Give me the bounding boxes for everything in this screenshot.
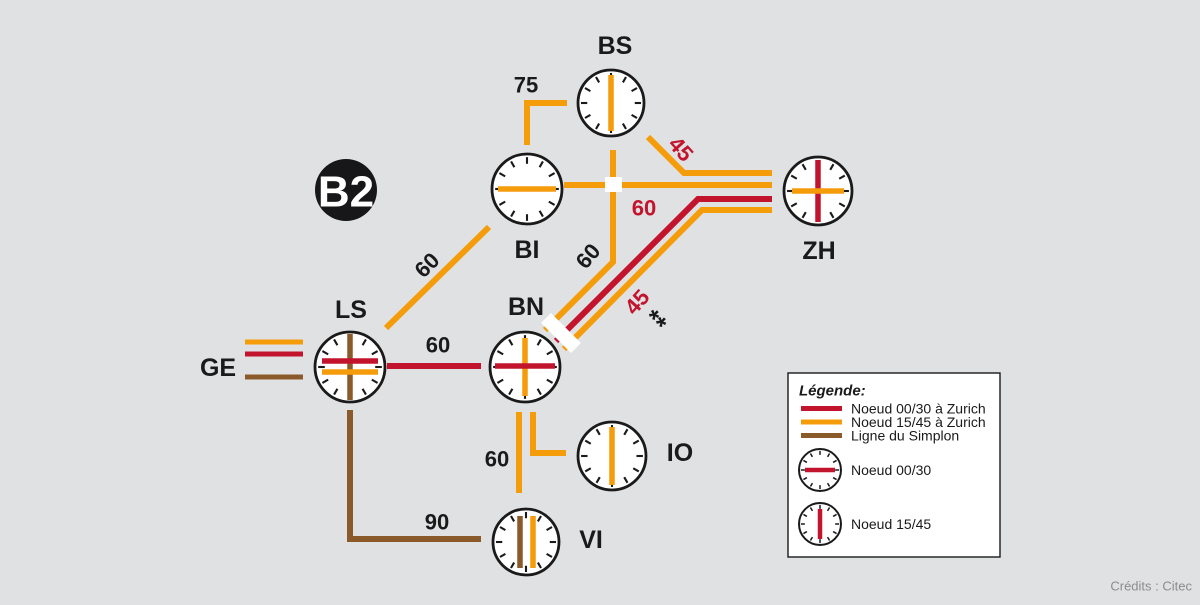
edge-label-ls-vi: 90 — [425, 510, 449, 535]
station-label-VI: VI — [579, 526, 603, 554]
bn-diagonal-gap-marker — [541, 313, 581, 353]
edge-label-bn-vi: 60 — [485, 447, 509, 472]
station-BI: BI — [490, 152, 564, 264]
station-BN: BN — [488, 293, 562, 404]
edge-label-bi-zh: 60 — [632, 196, 656, 221]
edge-bn-zh-1545 — [561, 207, 772, 352]
edge-ls-bi — [383, 224, 492, 331]
legend-clock-vertical — [798, 502, 842, 546]
edge-label-bs-bi: 75 — [514, 73, 538, 98]
station-label-BN: BN — [508, 293, 544, 321]
clock-ticks — [580, 72, 642, 134]
legend-clock-label: Noeud 00/30 — [851, 462, 931, 478]
badge-circle — [315, 159, 377, 221]
badge-label: B2 — [318, 168, 374, 217]
station-LS: LS — [313, 296, 387, 404]
edge-ls-vi — [347, 410, 481, 542]
route-lines — [245, 100, 772, 542]
legend-line-label: Noeud 15/45 à Zurich — [851, 414, 986, 430]
credits-text: Crédits : Citec — [1110, 579, 1192, 594]
clock-ticks — [581, 425, 643, 487]
station-label-ZH: ZH — [802, 237, 835, 265]
station-label-BS: BS — [598, 32, 633, 60]
legend-title: Légende: — [799, 383, 866, 400]
station-VI: VI — [491, 507, 603, 577]
legend-line-label: Noeud 00/30 à Zurich — [851, 401, 986, 417]
station-GE: GE — [200, 354, 236, 382]
clock-ticks — [318, 335, 382, 399]
station-label-BI: BI — [515, 236, 540, 264]
legend-line-label: Ligne du Simplon — [851, 428, 959, 444]
legend-clock-label: Noeud 15/45 — [851, 516, 931, 532]
edge-bs-zh — [645, 134, 772, 176]
edge-bn-zh-0030 — [553, 196, 772, 344]
bi-zh-crossing-gap-marker — [605, 177, 622, 192]
station-ZH: ZH — [782, 155, 854, 265]
station-label-LS: LS — [335, 296, 367, 324]
clock-ticks — [495, 511, 557, 573]
clock-face — [491, 507, 561, 577]
station-label-GE: GE — [200, 354, 236, 382]
edge-bs-bi — [524, 100, 567, 145]
clock-ticks — [800, 504, 840, 544]
station-IO: IO — [576, 420, 693, 492]
station-BS: BS — [576, 32, 646, 138]
legend-clock-horizontal — [798, 448, 842, 492]
station-label-IO: IO — [667, 439, 693, 467]
edge-label-ls-bn: 60 — [426, 333, 450, 358]
scenario-badge: B2 — [315, 159, 377, 221]
edge-bn-io — [530, 412, 566, 456]
clock-ticks — [800, 450, 840, 490]
